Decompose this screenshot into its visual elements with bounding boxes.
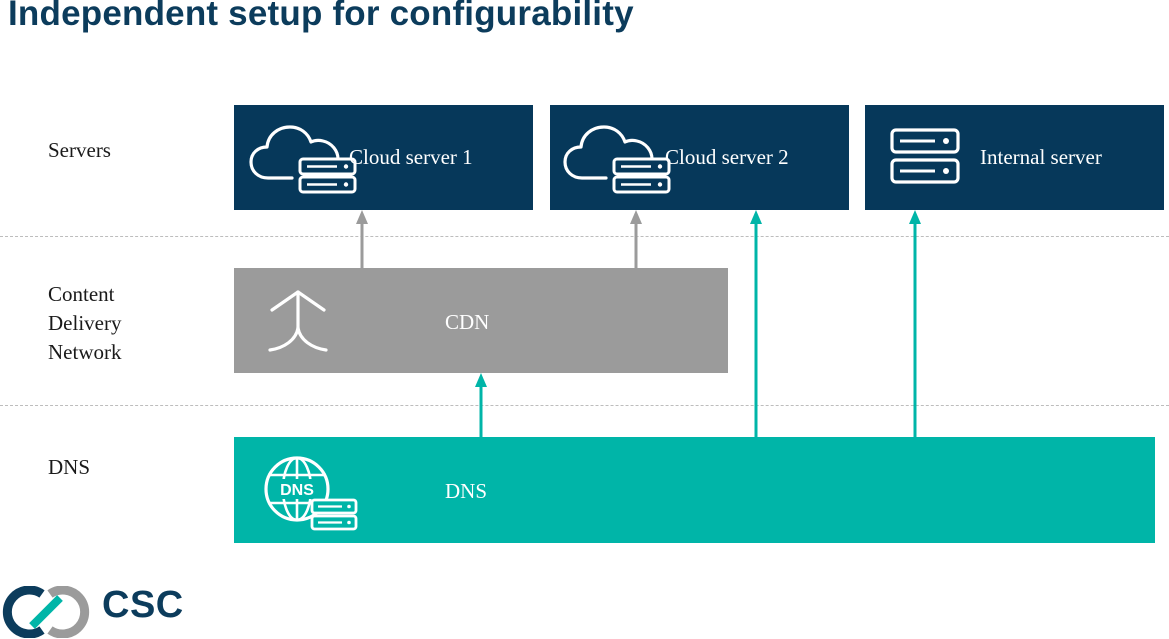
arrow-cdn-to-cloud-server-2 — [630, 210, 642, 268]
arrow-cdn-to-cloud-server-1 — [356, 210, 368, 268]
row-label-dns: DNS — [48, 455, 91, 479]
cloud-server-2-label: Cloud server 2 — [665, 145, 789, 169]
cloud-server-icon — [563, 125, 671, 194]
cdn-box: CDN — [234, 268, 728, 373]
row-label-servers: Servers — [48, 138, 111, 162]
svg-text:DNS: DNS — [280, 482, 314, 499]
internal-server-box: Internal server — [865, 105, 1164, 210]
cloud-server-1-box: Cloud server 1 — [234, 105, 533, 210]
dns-box: DNS DNS — [234, 437, 1155, 543]
divider-servers-cdn — [0, 236, 1169, 237]
arrow-dns-to-internal-server — [909, 210, 921, 437]
dns-globe-icon: DNS — [264, 456, 358, 531]
internal-server-label: Internal server — [980, 145, 1102, 169]
cloud-server-icon — [249, 125, 357, 194]
arrow-dns-to-cloud-server-2 — [750, 210, 762, 437]
cdn-label: CDN — [445, 310, 490, 334]
row-label-cdn: Content Delivery Network — [48, 282, 122, 364]
page-title: Independent setup for configurability — [8, 0, 634, 33]
logo-text: CSC — [102, 584, 184, 626]
csc-logo-icon — [2, 586, 90, 638]
divider-cdn-dns — [0, 405, 1169, 406]
cloud-server-1-label: Cloud server 1 — [349, 145, 473, 169]
dns-label: DNS — [445, 479, 488, 503]
server-rack-icon — [890, 128, 960, 184]
split-arrow-icon — [268, 290, 328, 352]
cloud-server-2-box: Cloud server 2 — [550, 105, 849, 210]
